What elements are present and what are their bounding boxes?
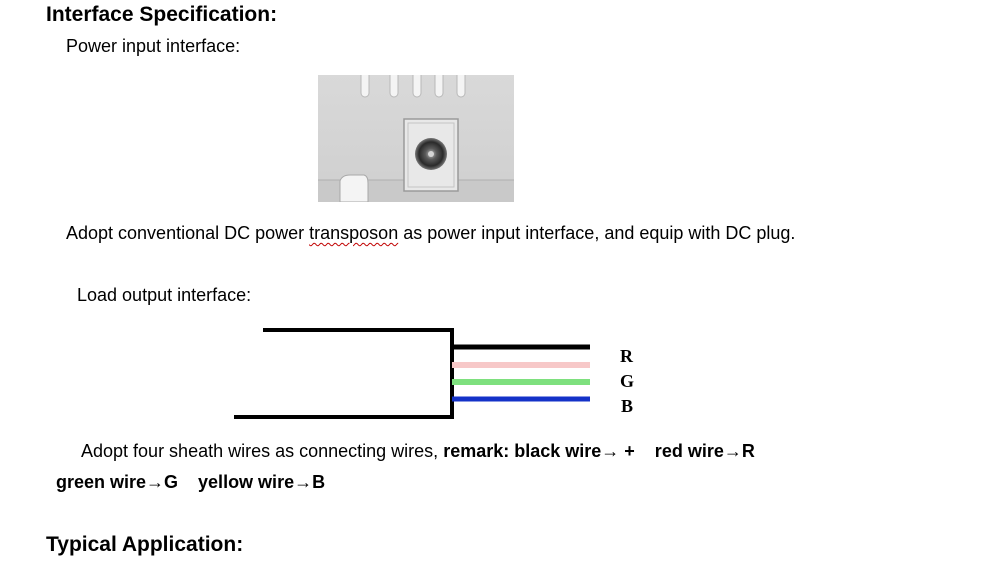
vent-slots (360, 75, 466, 98)
wires-description-line1: Adopt four sheath wires as connecting wi… (81, 441, 755, 462)
power-desc-post: as power input interface, and equip with… (398, 223, 796, 243)
wire-label-r: R (620, 346, 633, 366)
wire-label-g: G (620, 371, 635, 391)
load-output-label: Load output interface: (77, 285, 252, 305)
power-input-description: Adopt conventional DC power transposon a… (66, 223, 795, 244)
remark-line1: remark: black wire→ + red wire→R (443, 441, 755, 461)
wires-desc-pre: Adopt four sheath wires as connecting wi… (81, 441, 444, 461)
typical-application-heading: Typical Application: (46, 533, 244, 556)
remark-line2: green wire→G yellow wire→B (56, 472, 326, 492)
power-input-photo (318, 75, 514, 202)
load-output-wire-diagram (234, 328, 590, 419)
wire-label-b: B (621, 396, 634, 416)
power-input-label: Power input interface: (66, 36, 241, 56)
power-desc-pre: Adopt conventional DC power (66, 223, 310, 243)
cable-sheath (234, 328, 454, 419)
power-desc-flagged-word: transposon (309, 223, 399, 243)
interface-specification-heading: Interface Specification: (46, 3, 278, 26)
